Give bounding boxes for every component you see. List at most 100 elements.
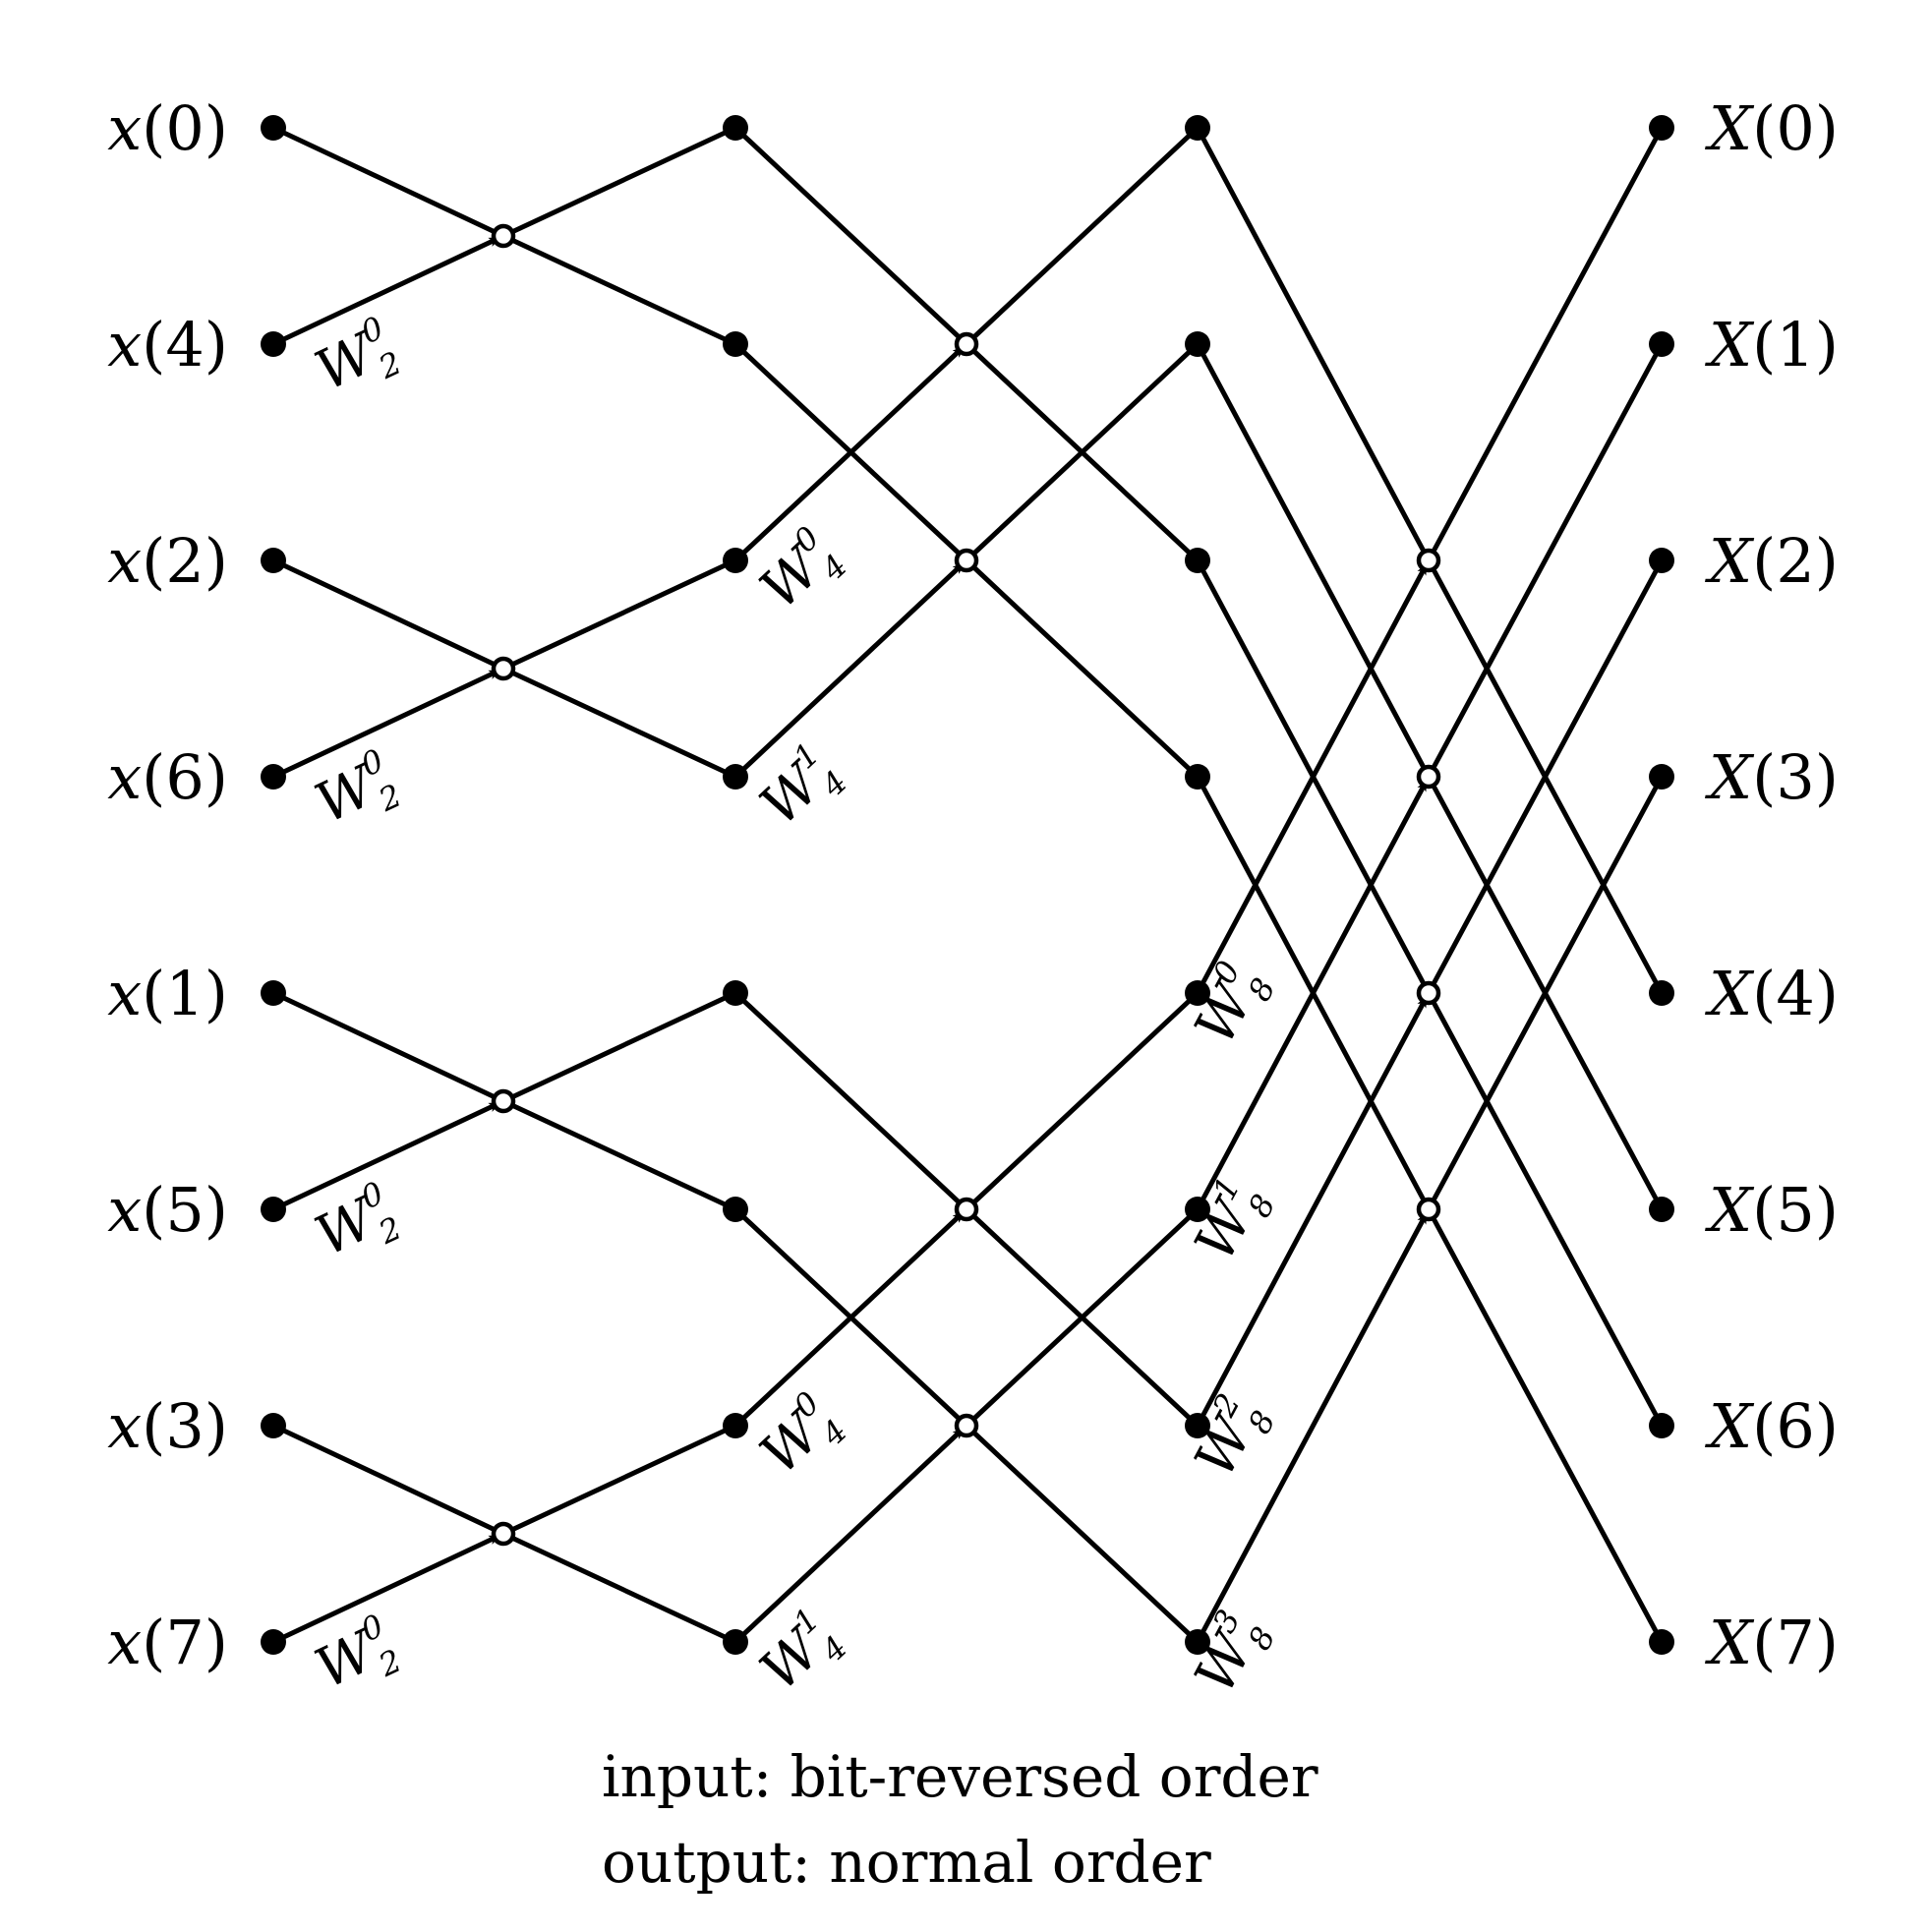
node-col2-row3 (1185, 764, 1210, 790)
twiddle-label-W-8-2: W28 (1179, 1386, 1283, 1492)
butterfly-wire-s2-top-out (964, 125, 1200, 347)
butterfly-wire-s3-bottom-out (1426, 1206, 1665, 1645)
node-col1-row1 (723, 331, 748, 357)
butterfly-wire-s3-top-in (1195, 125, 1432, 563)
node-col3-row7 (1649, 1629, 1674, 1655)
node-col2-row4 (1185, 980, 1210, 1006)
twiddle-label-W-8-0: W08 (1179, 954, 1283, 1059)
node-col2-row7 (1185, 1629, 1210, 1655)
butterfly-wire-s2-bottom-out (964, 557, 1200, 780)
node-col3-row4 (1649, 980, 1674, 1006)
butterfly-wire-s1-top-in (270, 557, 506, 672)
twiddle-label-W-8-3: W38 (1179, 1603, 1283, 1708)
butterfly-wire-s1-top-out (500, 125, 738, 239)
twiddle-arrow-s2 (732, 560, 966, 780)
butterfly-wire-s2-top-in (732, 990, 969, 1212)
butterfly-wire-s2-top-in (732, 125, 969, 347)
butterfly-wire-s3-top-out (1426, 557, 1665, 996)
node-col1-row6 (723, 1413, 748, 1438)
input-label: x(6) (107, 741, 228, 813)
node-col0-row7 (261, 1629, 286, 1655)
input-label: x(4) (107, 309, 228, 381)
output-label: X(4) (1705, 958, 1839, 1029)
butterfly-wire-s3-bottom-out (1426, 990, 1665, 1429)
input-label: x(0) (107, 92, 228, 164)
node-col0-row2 (261, 548, 286, 573)
output-label: X(7) (1705, 1607, 1839, 1678)
node-col1-row0 (723, 115, 748, 141)
node-col0-row0 (261, 115, 286, 141)
butterfly-wire-s2-top-out (964, 1206, 1200, 1429)
summing-node (1416, 980, 1441, 1006)
butterfly-wire-s3-top-out (1426, 125, 1665, 563)
io-labels: x(0)x(4)x(2)x(6)x(1)x(5)x(3)x(7)X(0)X(1)… (107, 92, 1839, 1678)
node-col1-row3 (723, 764, 748, 790)
summing-node (954, 1197, 979, 1222)
node-col0-row3 (261, 764, 286, 790)
butterfly-wire-s2-top-in (732, 341, 969, 563)
summing-node (1416, 548, 1441, 573)
summing-node (954, 331, 979, 357)
output-label: X(0) (1705, 92, 1839, 164)
twiddle-arrow-s3 (1195, 994, 1430, 1429)
butterfly-wire-s1-bottom-out (500, 1531, 738, 1645)
output-label: X(2) (1705, 525, 1839, 597)
butterfly-wire-s3-top-out (1426, 341, 1665, 780)
node-col1-row2 (723, 548, 748, 573)
butterfly-wire-s1-bottom-out (500, 233, 738, 347)
input-label: x(1) (107, 958, 228, 1029)
butterfly-wire-s2-bottom-out (964, 1423, 1200, 1645)
node-col2-row2 (1185, 548, 1210, 573)
butterfly-wire-s1-top-in (270, 990, 506, 1104)
node-col1-row7 (723, 1629, 748, 1655)
butterfly-wire-s2-top-in (732, 1206, 969, 1429)
input-label: x(3) (107, 1390, 228, 1462)
node-col2-row0 (1185, 115, 1210, 141)
summing-node (954, 548, 979, 573)
node-col2-row6 (1185, 1413, 1210, 1438)
twiddle-label-W-8-1: W18 (1179, 1170, 1283, 1275)
summing-node (954, 1413, 979, 1438)
butterfly-wire-s1-top-in (270, 1423, 506, 1537)
node-col3-row1 (1649, 331, 1674, 357)
node-col2-row5 (1185, 1197, 1210, 1222)
node-col2-row1 (1185, 331, 1210, 357)
output-label: X(6) (1705, 1390, 1839, 1462)
twiddle-arrow-s1 (270, 1100, 502, 1212)
node-col3-row5 (1649, 1197, 1674, 1222)
twiddle-arrow-s1 (270, 1533, 502, 1645)
node-col3-row3 (1649, 764, 1674, 790)
caption-input-order: input: bit-reversed order (602, 1743, 1318, 1810)
twiddle-arrow-s2 (732, 1426, 966, 1645)
butterfly-wire-s1-top-out (500, 557, 738, 672)
input-label: x(5) (107, 1174, 228, 1246)
output-label: X(5) (1705, 1174, 1839, 1246)
node-col3-row0 (1649, 115, 1674, 141)
butterfly-wire-s1-bottom-out (500, 666, 738, 780)
node-col1-row5 (723, 1197, 748, 1222)
output-label: X(3) (1705, 741, 1839, 813)
summing-node (1416, 1197, 1441, 1222)
summing-node (1416, 764, 1441, 790)
butterfly-wire-s3-top-in (1195, 774, 1432, 1212)
summing-node (491, 223, 516, 249)
summing-node (491, 1088, 516, 1114)
caption-output-order: output: normal order (602, 1829, 1211, 1896)
node-col0-row1 (261, 331, 286, 357)
node-col3-row6 (1649, 1413, 1674, 1438)
butterfly-wire-s1-top-in (270, 125, 506, 239)
butterfly-wire-s3-top-in (1195, 341, 1432, 780)
node-col3-row2 (1649, 548, 1674, 573)
butterfly-wire-s1-bottom-out (500, 1098, 738, 1212)
signal-wires (270, 125, 1665, 1645)
butterfly-wire-s3-top-in (1195, 557, 1432, 996)
butterfly-wire-s2-top-out (964, 990, 1200, 1212)
twiddle-arrow-s1 (270, 235, 502, 347)
node-col0-row5 (261, 1197, 286, 1222)
signal-nodes (261, 115, 1674, 1655)
butterfly-wire-s2-top-out (964, 341, 1200, 563)
output-label: X(1) (1705, 309, 1839, 381)
summing-node (491, 1521, 516, 1547)
